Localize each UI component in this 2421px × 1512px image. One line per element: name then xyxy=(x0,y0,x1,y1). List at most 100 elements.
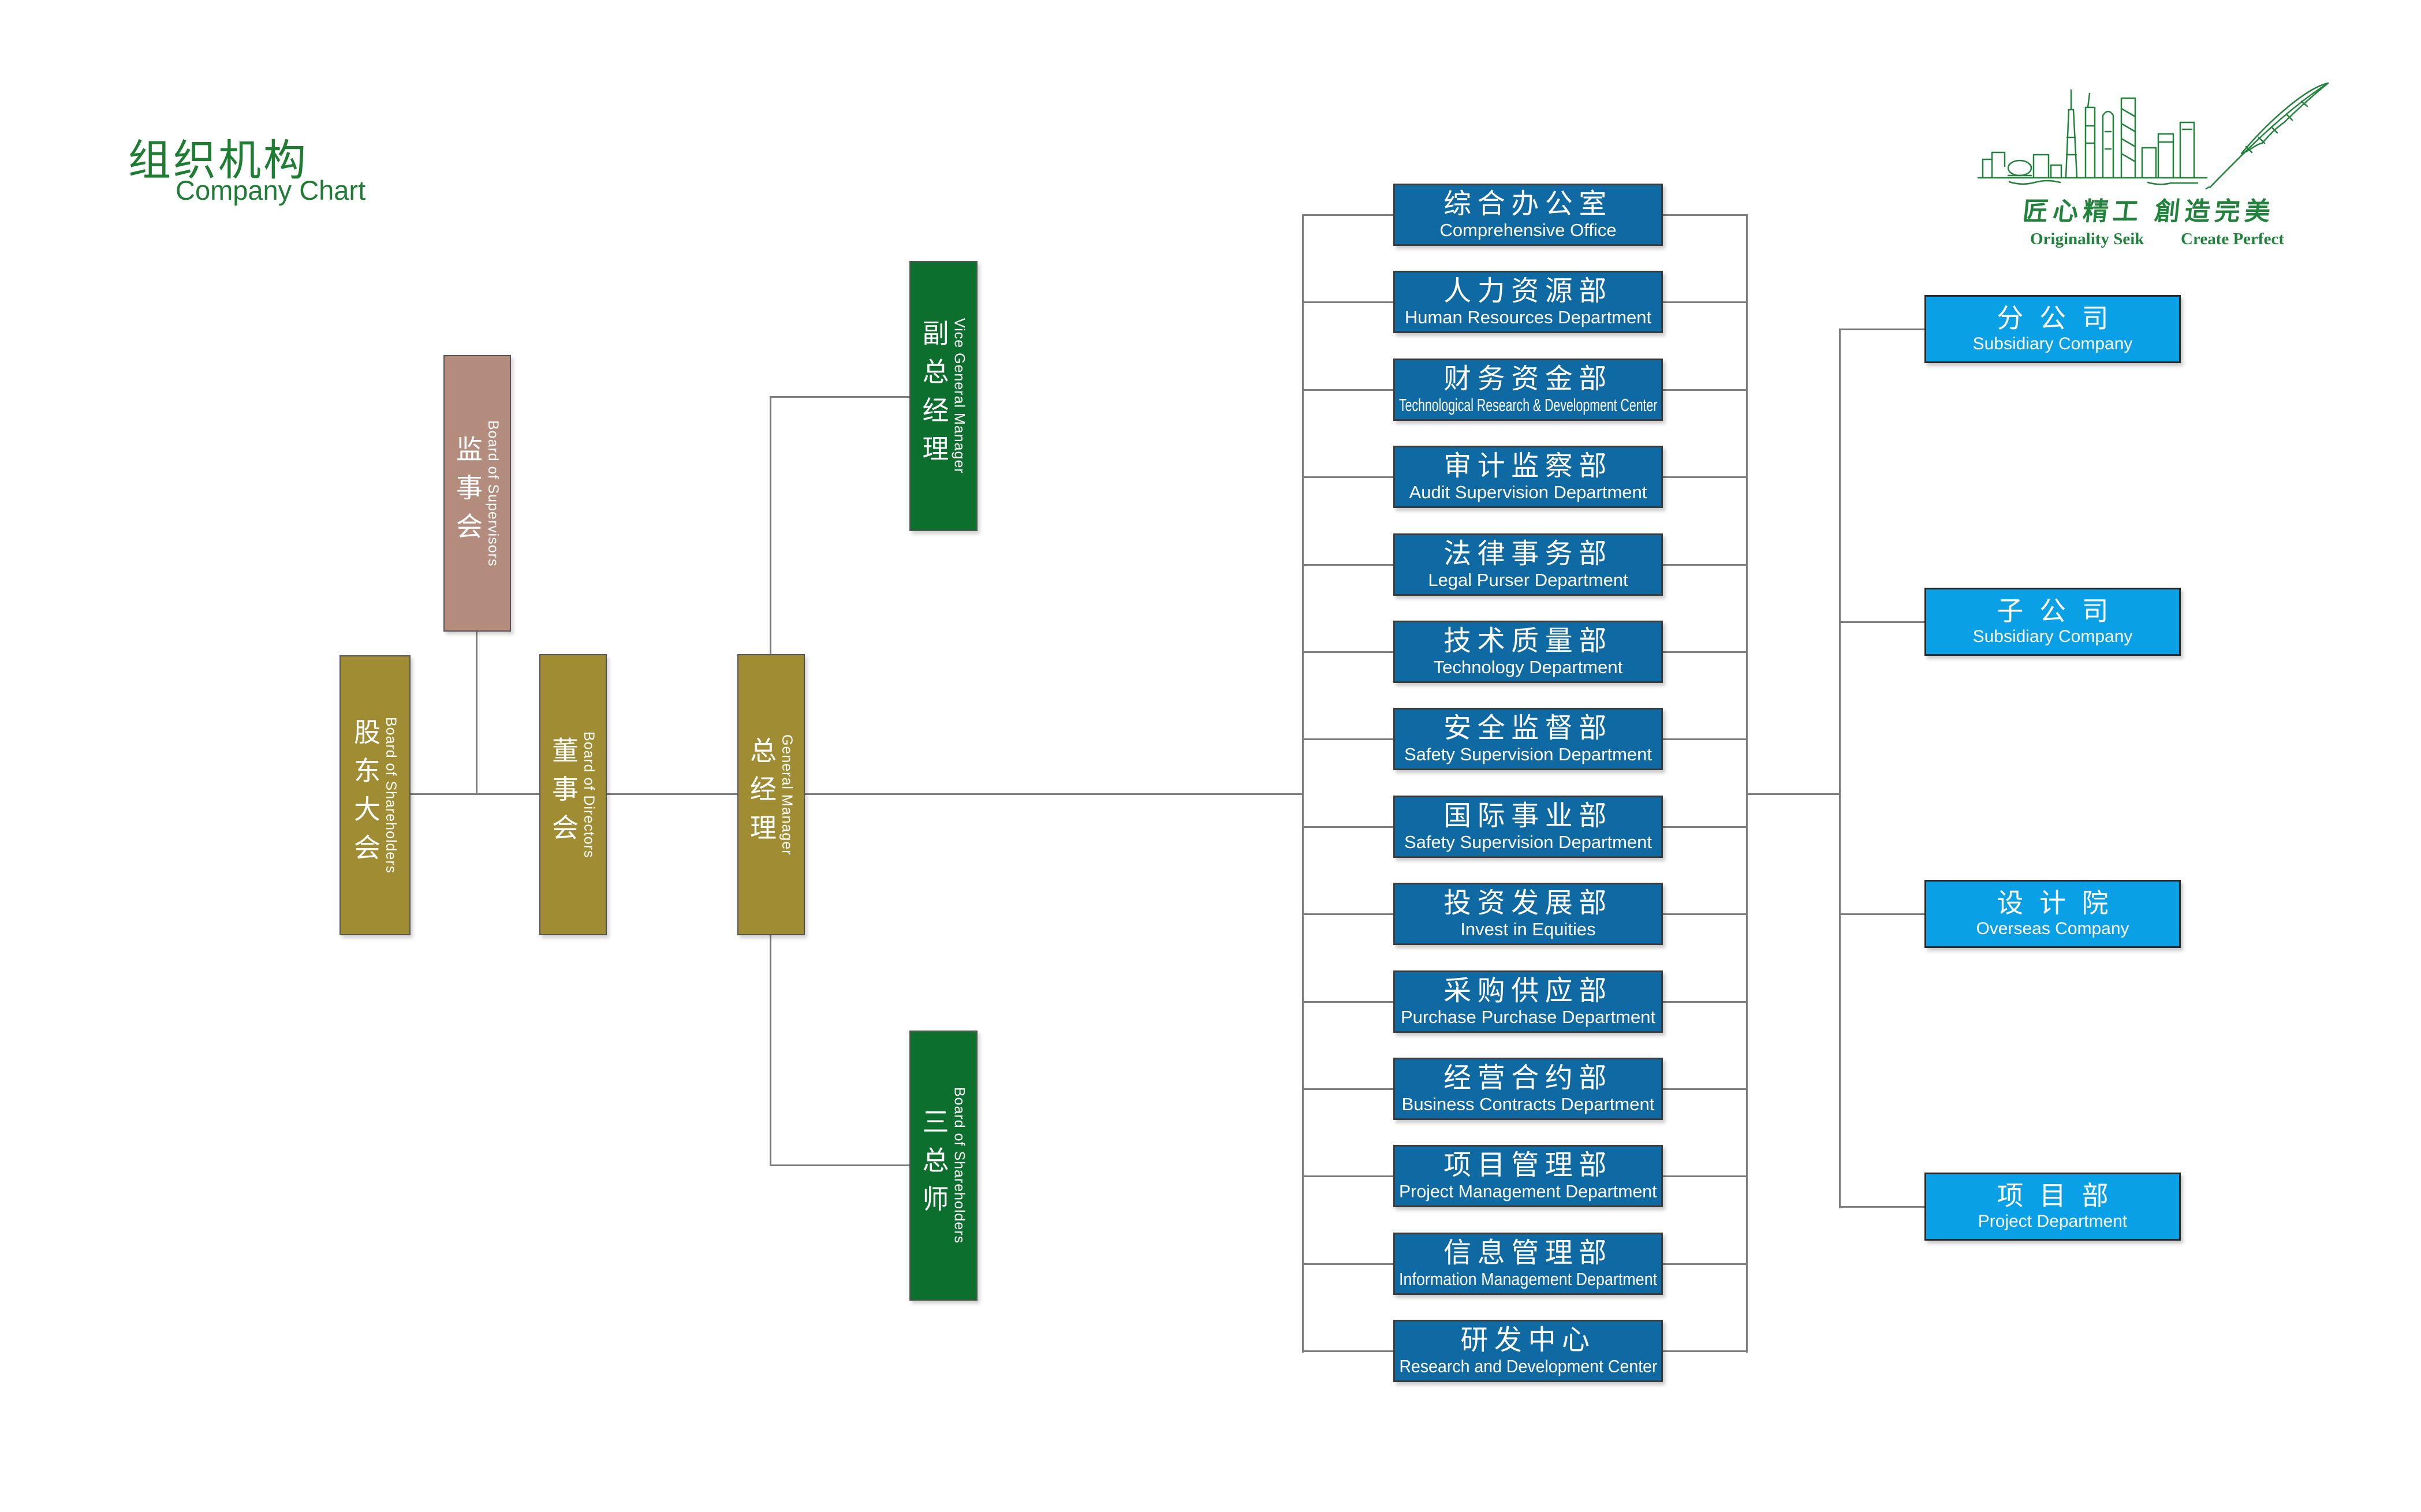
connector-dept-left-stub xyxy=(1303,651,1393,653)
department-label-en: Purchase Purchase Department xyxy=(1400,1007,1656,1027)
connector-dept-left-stub xyxy=(1303,1175,1393,1177)
connector-dept-right-stub xyxy=(1663,1350,1747,1352)
logo-slogan-en-right: Create Perfect xyxy=(2181,230,2284,248)
gov-label-en: Board of Shareholders xyxy=(383,716,399,874)
department-label-cn: 财务资金部 xyxy=(1443,364,1613,394)
connector-dept-left-stub xyxy=(1303,1263,1393,1265)
department-box: 安全监督部 Safety Supervision Department xyxy=(1393,708,1663,770)
connector-dept-right-stub xyxy=(1663,1175,1747,1177)
connector-gm-down xyxy=(770,934,771,1166)
connector-dept-left-spine xyxy=(1302,214,1304,1353)
department-label-en: Information Management Department xyxy=(1398,1269,1658,1289)
skyline-quill-icon xyxy=(1977,82,2329,189)
gov-box-board-of-directors: 董事会 Board of Directors xyxy=(539,654,607,935)
department-label-en: Comprehensive Office xyxy=(1439,220,1617,240)
department-label-cn: 人力资源部 xyxy=(1443,276,1613,307)
subsidiary-label-cn: 设计院 xyxy=(1997,888,2125,918)
department-label-cn: 经营合约部 xyxy=(1443,1063,1613,1093)
connector-dept-right-stub xyxy=(1663,476,1747,478)
connector-subsidiary-stub xyxy=(1841,913,1924,915)
department-label-en: Safety Supervision Department xyxy=(1404,832,1652,852)
department-label-en: Project Management Department xyxy=(1399,1181,1657,1201)
connector-dept-left-stub xyxy=(1303,826,1393,828)
gov-label-en: Board of Supervisors xyxy=(485,420,501,567)
department-label-cn: 综合办公室 xyxy=(1443,189,1613,219)
connector-dept-right-spine xyxy=(1746,214,1748,1353)
connector-dept-left-stub xyxy=(1303,564,1393,566)
department-label-en: Legal Purser Department xyxy=(1428,570,1628,590)
connector-right-link xyxy=(1746,793,1841,795)
subsidiary-label-en: Subsidiary Company xyxy=(1972,334,2133,353)
department-box: 人力资源部 Human Resources Department xyxy=(1393,271,1663,333)
department-box: 采购供应部 Purchase Purchase Department xyxy=(1393,970,1663,1033)
subsidiary-box: 分公司 Subsidiary Company xyxy=(1924,295,2181,363)
company-logo: 匠心精工 創造完美 Originality Seik Create Perfec… xyxy=(1975,74,2356,249)
gov-label-en: Board of Directors xyxy=(581,731,597,858)
department-box: 信息管理部 Information Management Department xyxy=(1393,1233,1663,1295)
department-box: 财务资金部 Technological Research & Developme… xyxy=(1393,359,1663,421)
department-box: 经营合约部 Business Contracts Department xyxy=(1393,1058,1663,1120)
subsidiary-label-en: Project Department xyxy=(1978,1212,2128,1231)
department-label-en: Technological Research & Development Cen… xyxy=(1398,395,1658,415)
department-box: 投资发展部 Invest in Equities xyxy=(1393,883,1663,945)
gov-label-en: Board of Shareholders xyxy=(951,1087,968,1244)
gov-box-board-of-supervisors: 监事会 Board of Supervisors xyxy=(443,355,511,632)
connector-dept-right-stub xyxy=(1663,389,1747,391)
department-label-cn: 项目管理部 xyxy=(1443,1150,1613,1181)
department-label-en: Invest in Equities xyxy=(1460,919,1596,939)
gov-label-cn: 董事会 xyxy=(549,737,579,853)
connector-dept-right-stub xyxy=(1663,1088,1747,1090)
connector-supervisors-drop xyxy=(476,632,478,795)
subsidiary-box: 子公司 Subsidiary Company xyxy=(1924,588,2181,656)
connector-dept-left-stub xyxy=(1303,476,1393,478)
connector-dept-right-stub xyxy=(1663,1001,1747,1003)
connector-subsidiary-spine xyxy=(1839,328,1841,1208)
connector-dept-right-stub xyxy=(1663,1263,1747,1265)
department-label-en: Human Resources Department xyxy=(1404,307,1652,327)
connector-main-line xyxy=(411,793,1304,795)
subsidiary-label-cn: 项目部 xyxy=(1997,1181,2125,1211)
logo-slogan-en: Originality Seik Create Perfect xyxy=(2030,230,2284,249)
subsidiary-label-cn: 子公司 xyxy=(1997,596,2125,626)
department-label-en: Technology Department xyxy=(1433,657,1623,677)
department-label-cn: 法律事务部 xyxy=(1443,539,1613,569)
gov-box-vice-general-manager: 副总经理 Vice General Manager xyxy=(909,261,978,531)
logo-slogan-en-left: Originality Seik xyxy=(2030,230,2144,248)
department-label-cn: 安全监督部 xyxy=(1443,713,1613,744)
department-box: 项目管理部 Project Management Department xyxy=(1393,1145,1663,1207)
department-label-cn: 国际事业部 xyxy=(1443,801,1613,831)
gov-box-board-of-shareholders: 股东大会 Board of Shareholders xyxy=(340,655,411,935)
department-label-en: Research and Development Center xyxy=(1398,1356,1658,1376)
department-label-en: Business Contracts Department xyxy=(1401,1094,1655,1114)
subsidiary-label-en: Overseas Company xyxy=(1976,919,2129,938)
department-box: 国际事业部 Safety Supervision Department xyxy=(1393,796,1663,858)
page-subtitle: Company Chart xyxy=(176,175,366,206)
department-label-cn: 投资发展部 xyxy=(1443,888,1613,919)
connector-dept-left-stub xyxy=(1303,1350,1393,1352)
gov-label-en: General Manager xyxy=(779,734,795,856)
connector-gm-down-horizontal xyxy=(770,1164,911,1166)
connector-subsidiary-stub xyxy=(1841,1206,1924,1208)
gov-label-cn: 监事会 xyxy=(453,435,483,551)
department-label-cn: 采购供应部 xyxy=(1443,976,1613,1006)
connector-dept-left-stub xyxy=(1303,1001,1393,1003)
connector-dept-right-stub xyxy=(1663,301,1747,303)
subsidiary-label-en: Subsidiary Company xyxy=(1972,627,2133,646)
department-box: 综合办公室 Comprehensive Office xyxy=(1393,184,1663,246)
connector-dept-right-stub xyxy=(1663,214,1747,216)
connector-gm-up xyxy=(770,396,771,656)
page-title: 组织机构 xyxy=(128,136,308,184)
connector-dept-left-stub xyxy=(1303,389,1393,391)
gov-label-cn: 股东大会 xyxy=(350,718,381,872)
subsidiary-box: 设计院 Overseas Company xyxy=(1924,880,2181,948)
department-label-cn: 技术质量部 xyxy=(1443,626,1613,656)
connector-dept-left-stub xyxy=(1303,1088,1393,1090)
gov-label-cn: 三总师 xyxy=(919,1107,949,1224)
connector-gm-up-horizontal xyxy=(770,396,911,398)
connector-subsidiary-stub xyxy=(1841,328,1924,330)
connector-dept-right-stub xyxy=(1663,564,1747,566)
connector-dept-right-stub xyxy=(1663,651,1747,653)
gov-label-cn: 副总经理 xyxy=(919,319,949,473)
department-box: 技术质量部 Technology Department xyxy=(1393,621,1663,683)
